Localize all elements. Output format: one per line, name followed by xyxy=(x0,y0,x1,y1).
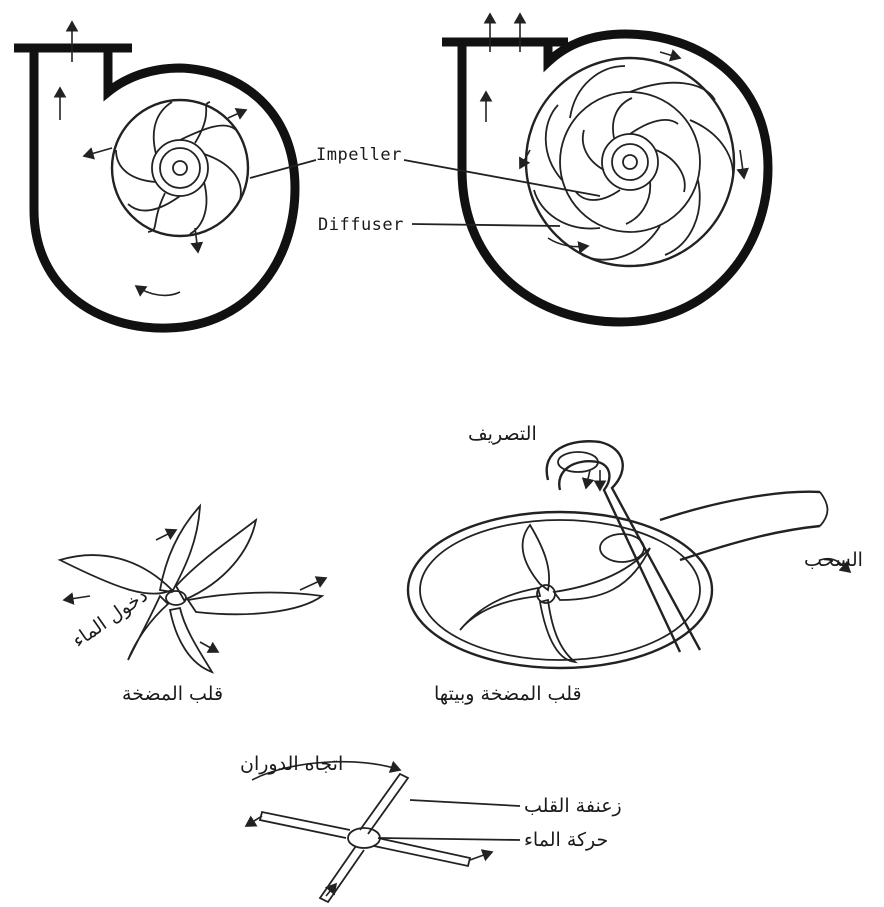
discharge-pipe xyxy=(547,441,700,650)
label-suction: السحب xyxy=(804,549,863,571)
hub-ring-right xyxy=(602,134,658,190)
label-impeller-and-casing: قلب المضخة وبيتها xyxy=(434,683,582,705)
label-impeller-core: قلب المضخة xyxy=(122,683,223,705)
rotation-schematic xyxy=(246,762,520,902)
schematic-hub xyxy=(348,828,380,848)
water-leader xyxy=(380,838,520,840)
diffuser-pump-right xyxy=(442,14,768,322)
volute-pump-left xyxy=(14,22,295,328)
label-diffuser: Diffuser xyxy=(318,215,404,235)
diffuser-leader xyxy=(412,224,560,226)
impeller-vanes-left xyxy=(116,102,241,234)
label-water-inlet: دخول الماء xyxy=(68,584,152,652)
impeller-vanes-right xyxy=(576,98,685,224)
shaft-left xyxy=(173,161,187,175)
volute-casing-left xyxy=(34,48,295,328)
impeller-leader-right xyxy=(404,160,600,196)
vane-leader xyxy=(410,800,520,806)
label-water-motion: حركة الماء xyxy=(524,829,608,851)
impeller-ring-right xyxy=(560,92,700,232)
flow-arrows-right xyxy=(486,14,744,247)
label-impeller: Impeller xyxy=(316,145,402,165)
label-discharge: التصريف xyxy=(468,423,537,445)
pump-with-casing-sketch xyxy=(408,441,850,668)
open-impeller-sketch xyxy=(60,506,326,672)
impeller-leader-left xyxy=(250,160,316,178)
impeller-outer-ring-left xyxy=(112,100,248,236)
label-impeller-vane: زعنفة القلب xyxy=(524,795,622,817)
volute-casing-right xyxy=(462,34,768,322)
label-rotation-direction: اتجاه الدوران xyxy=(240,753,343,775)
suction-pipe xyxy=(660,492,820,520)
shaft-right xyxy=(623,155,637,169)
diffuser-vanes-right xyxy=(534,66,733,260)
